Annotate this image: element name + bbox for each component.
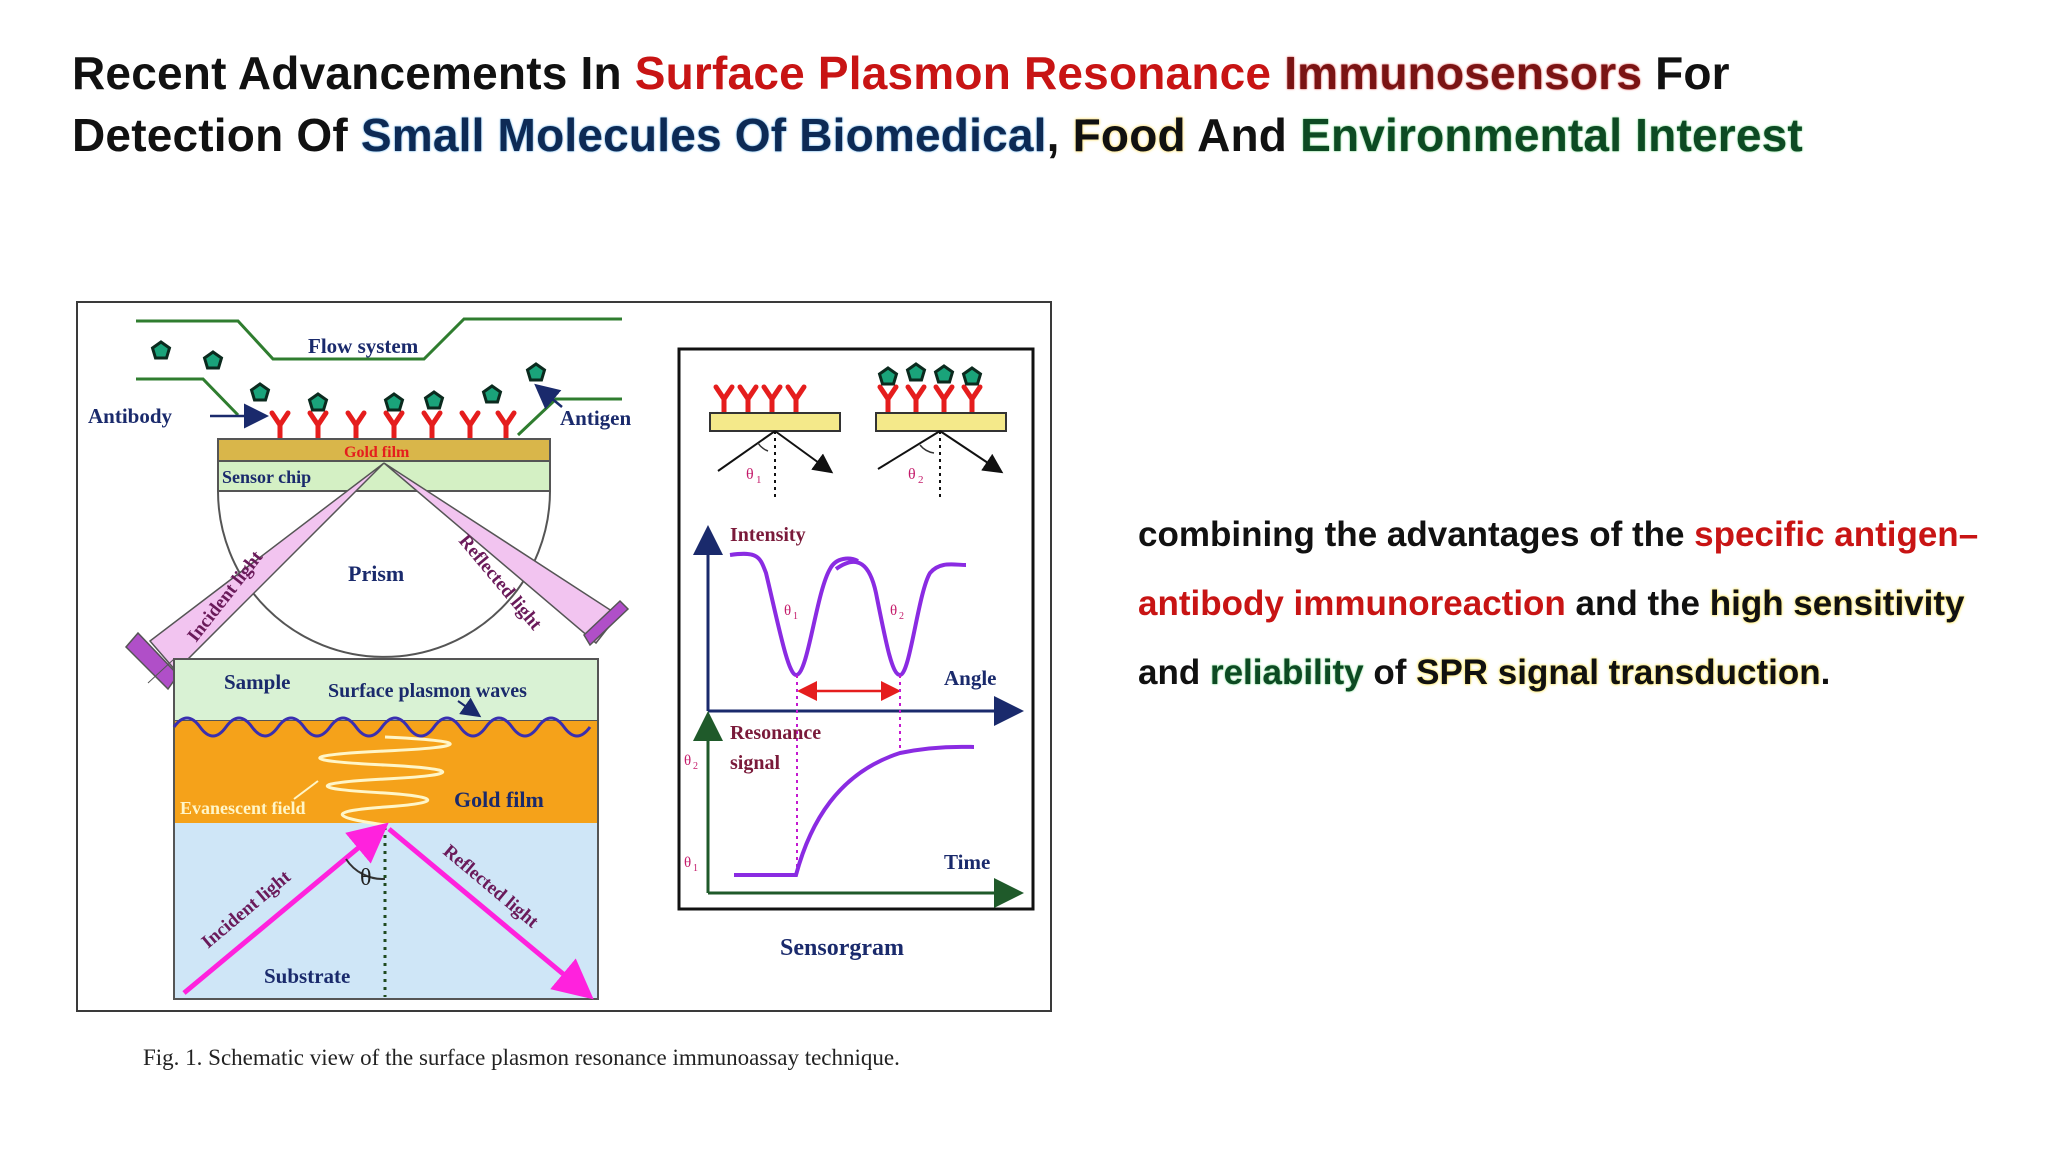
dip-theta2-label: θ bbox=[890, 603, 897, 619]
axis-theta1-subscript: 1 bbox=[693, 863, 698, 874]
title-highlight-spr: Surface Plasmon Resonance bbox=[634, 47, 1272, 99]
spr-diagram: Flow system Antibody Antigen Gold film S… bbox=[88, 317, 1035, 1000]
title-highlight-environmental: Environmental Interest bbox=[1300, 109, 1803, 161]
title-highlight-food: Food bbox=[1072, 109, 1186, 161]
axis-theta2-subscript: 2 bbox=[693, 761, 698, 772]
paragraph-highlight-immunoreaction: specific antigen–antibody immunoreaction bbox=[1138, 515, 1979, 623]
time-label: Time bbox=[944, 850, 990, 874]
zoom-block-frame bbox=[173, 658, 599, 1000]
title-highlight-biomedical: Small Molecules Of Biomedical bbox=[360, 109, 1047, 161]
flow-system-label: Flow system bbox=[308, 334, 419, 358]
paragraph-text: of bbox=[1363, 653, 1417, 692]
theta1-subscript: 1 bbox=[756, 474, 762, 486]
resonance-label: Resonance bbox=[730, 722, 821, 744]
dip-theta1-subscript: 1 bbox=[793, 611, 798, 622]
plasmon-arrow bbox=[457, 697, 482, 718]
chip-before-binding bbox=[709, 387, 841, 499]
antibody-label: Antibody bbox=[88, 404, 173, 428]
title-text: And bbox=[1185, 109, 1301, 161]
evanescent-field-wave bbox=[318, 735, 452, 827]
theta1-label: θ bbox=[746, 466, 754, 483]
resonance-dip-1 bbox=[729, 551, 859, 678]
spr-figure: Flow system Antibody Antigen Gold film S… bbox=[76, 301, 1052, 1012]
evanescent-field-label: Evanescent field bbox=[180, 798, 306, 818]
paragraph-text: combining the advantages of the bbox=[1138, 515, 1695, 554]
substrate-label: Substrate bbox=[264, 964, 350, 988]
antigen-label: Antigen bbox=[560, 406, 631, 430]
title-text: Recent Advancements In bbox=[72, 47, 635, 99]
title-line-2: Detection Of Small Molecules Of Biomedic… bbox=[72, 104, 2032, 166]
signal-label: signal bbox=[730, 752, 780, 774]
sample-label: Sample bbox=[224, 670, 291, 694]
sensorgram-panel bbox=[677, 347, 1035, 911]
sensor-chip-label: Sensor chip bbox=[222, 467, 311, 487]
free-antigen-icon bbox=[151, 340, 171, 360]
zoom-connector bbox=[147, 658, 175, 684]
antibody-row bbox=[272, 413, 514, 439]
theta-label: θ bbox=[360, 865, 372, 891]
title-text: For bbox=[1642, 47, 1730, 99]
incident-ray bbox=[182, 822, 389, 995]
title-text: , bbox=[1046, 109, 1073, 161]
free-antigen-icon bbox=[526, 362, 546, 382]
paragraph-highlight-sensitivity: high sensitivity bbox=[1709, 584, 1965, 623]
surface-plasmon-wave bbox=[172, 716, 592, 738]
dip-theta1-label: θ bbox=[784, 603, 791, 619]
theta2-subscript: 2 bbox=[918, 474, 924, 486]
angle-label: Angle bbox=[944, 666, 997, 690]
paragraph-highlight-reliability: reliability bbox=[1209, 653, 1364, 692]
bound-antigens bbox=[250, 382, 502, 412]
reflected-ray bbox=[387, 827, 594, 1000]
intensity-label: Intensity bbox=[730, 524, 806, 546]
title-text: Detection Of bbox=[72, 109, 361, 161]
title-line-1: Recent Advancements In Surface Plasmon R… bbox=[72, 42, 2032, 104]
surface-plasmon-label: Surface plasmon waves bbox=[328, 680, 527, 702]
body-paragraph: combining the advantages of the specific… bbox=[1138, 500, 1998, 707]
title-space bbox=[1271, 47, 1284, 99]
axis-theta2-label: θ bbox=[684, 753, 691, 769]
sensorgram-curve bbox=[734, 744, 975, 877]
evanescent-arrow bbox=[293, 780, 319, 800]
antigen-arrow bbox=[534, 383, 563, 410]
incident-beam bbox=[148, 462, 385, 673]
prism-label: Prism bbox=[348, 561, 404, 586]
dip-theta2-subscript: 2 bbox=[899, 611, 904, 622]
title-highlight-immunosensors: Immunosensors bbox=[1284, 47, 1643, 99]
axis-theta1-label: θ bbox=[684, 855, 691, 871]
incident-light-source-icon bbox=[124, 631, 179, 691]
paragraph-highlight-transduction: SPR signal transduction bbox=[1416, 653, 1821, 692]
free-antigen-icon bbox=[203, 350, 223, 370]
slide-title: Recent Advancements In Surface Plasmon R… bbox=[72, 42, 2032, 166]
figure-caption: Fig. 1. Schematic view of the surface pl… bbox=[143, 1045, 900, 1070]
angle-arc bbox=[345, 858, 386, 881]
chip-after-binding bbox=[875, 362, 1007, 499]
paragraph-text: . bbox=[1820, 653, 1831, 692]
sensorgram-label: Sensorgram bbox=[780, 935, 904, 961]
theta2-label: θ bbox=[908, 466, 916, 483]
detector-icon bbox=[583, 599, 630, 647]
paragraph-text: and the bbox=[1565, 584, 1710, 623]
gold-film-zoom-label: Gold film bbox=[454, 787, 544, 812]
paragraph-text: and bbox=[1138, 653, 1210, 692]
gold-film-label: Gold film bbox=[344, 444, 410, 461]
